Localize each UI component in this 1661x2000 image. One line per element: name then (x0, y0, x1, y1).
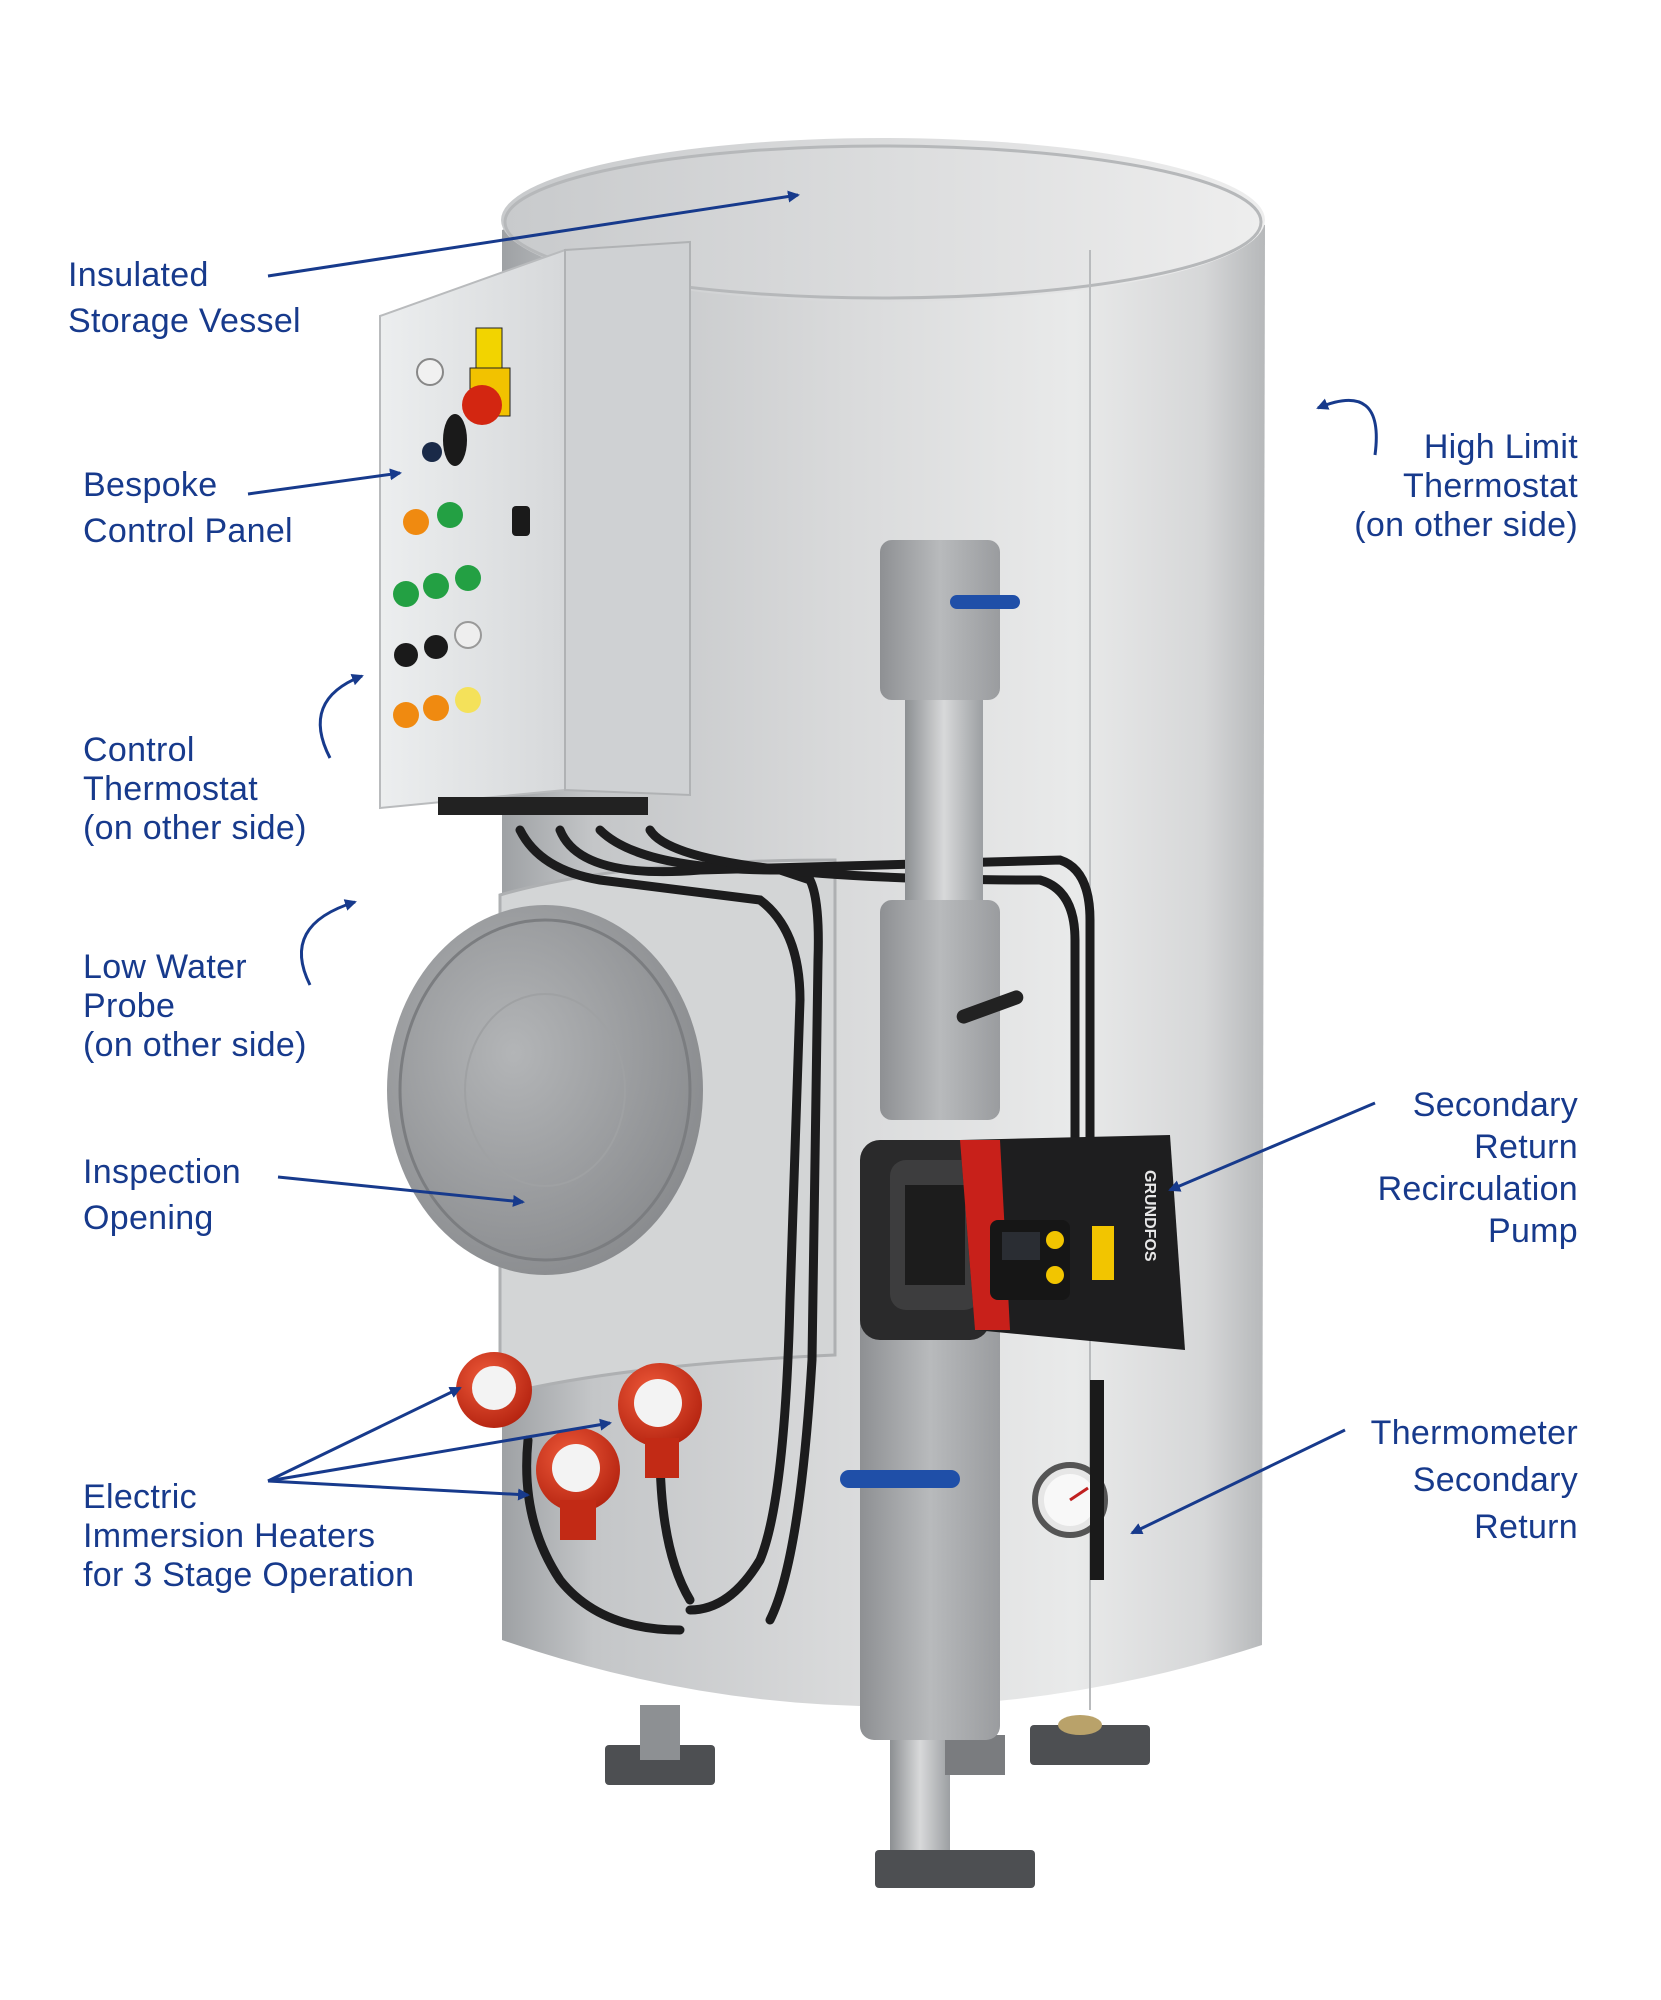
arrow-low-water-probe (300, 899, 357, 986)
label-low-water-probe: Low Water Probe (on other side) (83, 948, 307, 1064)
label-inspection-opening: Inspection Opening (83, 1153, 241, 1237)
arrow-inspection-opening (277, 1175, 525, 1207)
arrow-thermometer (1130, 1428, 1346, 1535)
cables (515, 825, 1095, 1635)
immersion-heaters (456, 1352, 702, 1540)
arrow-control-thermostat (318, 674, 364, 759)
thermometer (1032, 1380, 1108, 1580)
pump-brand-text: GRUNDFOS (1141, 1170, 1158, 1262)
control-panel (379, 240, 691, 815)
arrow-pump (1168, 1101, 1376, 1192)
annotation-arrows (247, 190, 1378, 1535)
arrow-heater-1 (267, 1386, 462, 1483)
label-thermometer-secondary-return: Thermometer Secondary Return (1370, 1414, 1578, 1546)
label-high-limit-thermostat: High Limit Thermostat (on other side) (1354, 428, 1578, 544)
arrow-heater-3 (267, 1479, 530, 1501)
label-insulated-storage-vessel: Insulated Storage Vessel (68, 256, 301, 340)
arrow-heater-2 (267, 1418, 612, 1483)
recirculation-pump: GRUNDFOS (860, 1135, 1185, 1350)
arrow-insulated-vessel (267, 190, 800, 278)
inspection-opening-cover (387, 905, 703, 1275)
secondary-pipework (840, 540, 1024, 1740)
arrow-control-panel (247, 468, 402, 496)
arrow-high-limit-thermostat (1316, 398, 1378, 456)
label-control-thermostat: Control Thermostat (on other side) (83, 731, 307, 847)
support-legs (605, 1705, 1150, 1888)
label-bespoke-control-panel: Bespoke Control Panel (83, 466, 293, 550)
label-secondary-return-pump: Secondary Return Recirculation Pump (1377, 1086, 1578, 1250)
label-electric-immersion-heaters: Electric Immersion Heaters for 3 Stage O… (83, 1478, 415, 1594)
